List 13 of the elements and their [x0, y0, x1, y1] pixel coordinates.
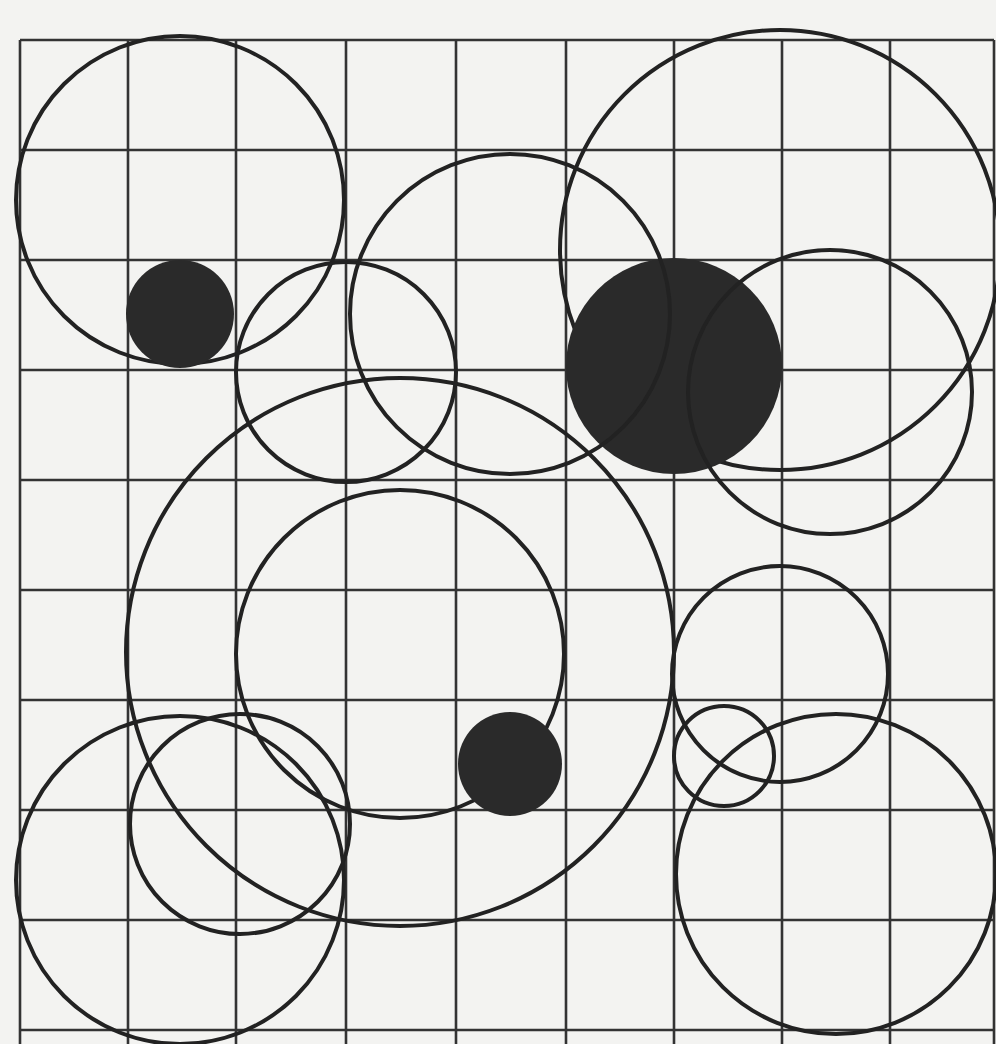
circle-outline — [234, 488, 566, 820]
circle-outline — [558, 28, 996, 474]
circle-outline — [672, 704, 776, 808]
circle-outline — [234, 260, 458, 484]
circle-outline — [14, 34, 346, 366]
circle-outline — [670, 564, 890, 784]
circle-outline — [128, 712, 352, 936]
circle-outline — [14, 714, 346, 1044]
circle-outline — [348, 152, 672, 476]
circle-outline — [674, 712, 996, 1036]
circle-outline — [124, 376, 676, 928]
circle-outline — [686, 248, 974, 536]
filled-circle — [566, 258, 782, 474]
